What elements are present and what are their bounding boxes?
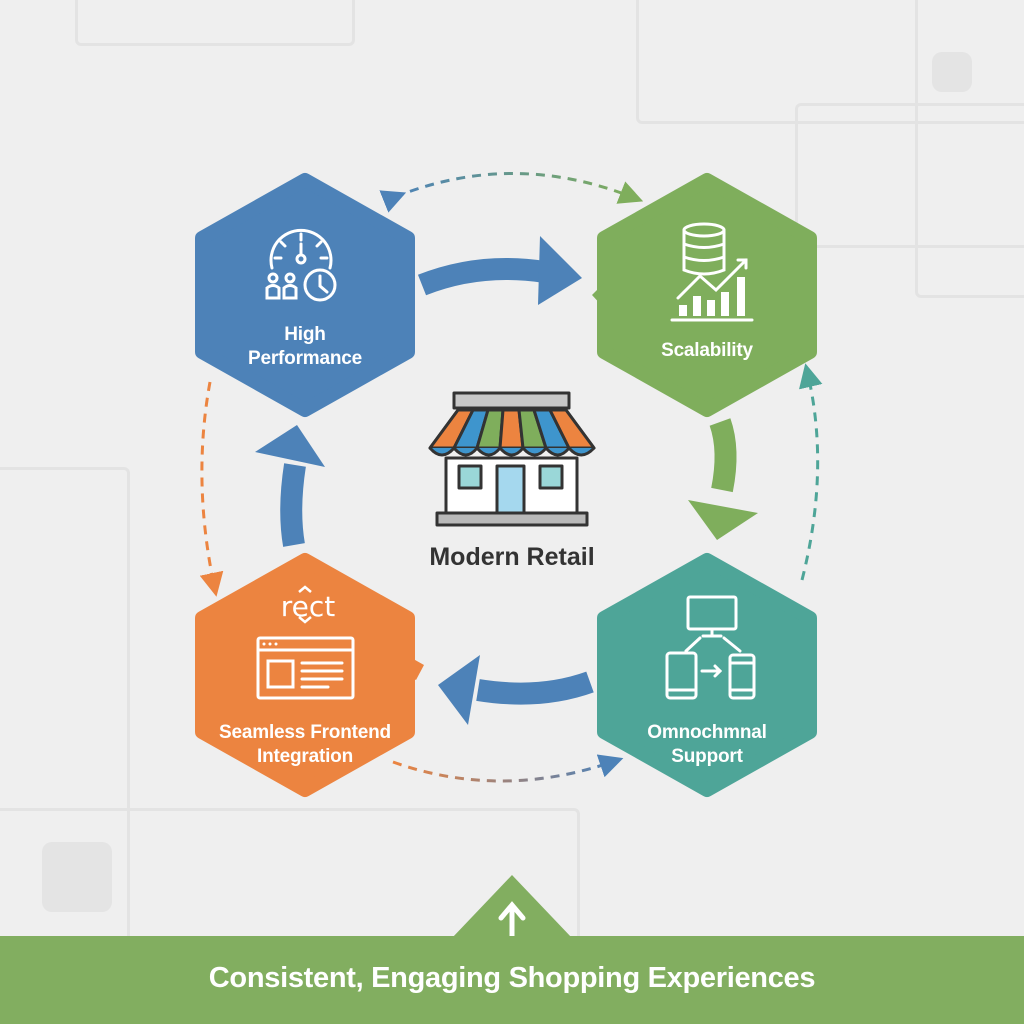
label-line-2: Integration [257, 746, 353, 767]
banner-text: Consistent, Engaging Shopping Experience… [208, 962, 816, 994]
bottom-banner [0, 936, 1024, 1024]
node-omnichannel-support[interactable] [597, 553, 817, 797]
storefront-icon [428, 391, 596, 527]
bg-node-square-top-right [932, 52, 972, 92]
browser-window-icon [256, 636, 355, 700]
dashed-connector-left [199, 381, 224, 597]
label-line-2: Performance [248, 348, 362, 369]
react-chevron-icon [298, 585, 312, 624]
dashed-connector-top [379, 172, 644, 213]
speedometer-people-clock-icon [265, 228, 337, 302]
node-label-high-performance: High Performance [215, 323, 395, 371]
arrow-omnichannel-to-frontend [438, 655, 594, 725]
node-seamless-frontend-integration[interactable] [195, 553, 424, 797]
dashed-connector-bottom [392, 754, 624, 783]
node-label-scalability: Scalability [617, 339, 797, 363]
database-growth-chart-icon [670, 222, 754, 322]
bg-frame-right-inner [795, 103, 1024, 248]
bg-frame-right-outer [915, 0, 1024, 298]
dashed-connector-right [799, 363, 823, 581]
label-line-1: Scalability [661, 340, 753, 361]
label-line-1: High [284, 324, 326, 345]
label-line-1: Omnochmnal [647, 722, 767, 743]
node-label-seamless-frontend-integration: Seamless Frontend Integration [200, 721, 410, 769]
node-label-omnichannel-support: Omnochmnal Support [612, 721, 802, 769]
label-line-1: Seamless Frontend [219, 722, 391, 743]
label-line-2: Support [671, 746, 743, 767]
react-wordmark: rect [280, 590, 336, 623]
bg-frame-top-left [75, 0, 355, 46]
arrow-hp-to-scalability [417, 236, 582, 305]
bg-frame-top-right [636, 0, 1024, 124]
center-title: Modern Retail [429, 543, 595, 571]
arrow-frontend-to-hp [255, 425, 325, 547]
bg-node-square-bottom-left [42, 842, 112, 912]
multi-device-icon [665, 595, 756, 700]
node-scalability[interactable] [592, 173, 817, 417]
node-high-performance[interactable] [195, 173, 415, 417]
arrow-scalability-to-omnichannel [688, 418, 758, 540]
